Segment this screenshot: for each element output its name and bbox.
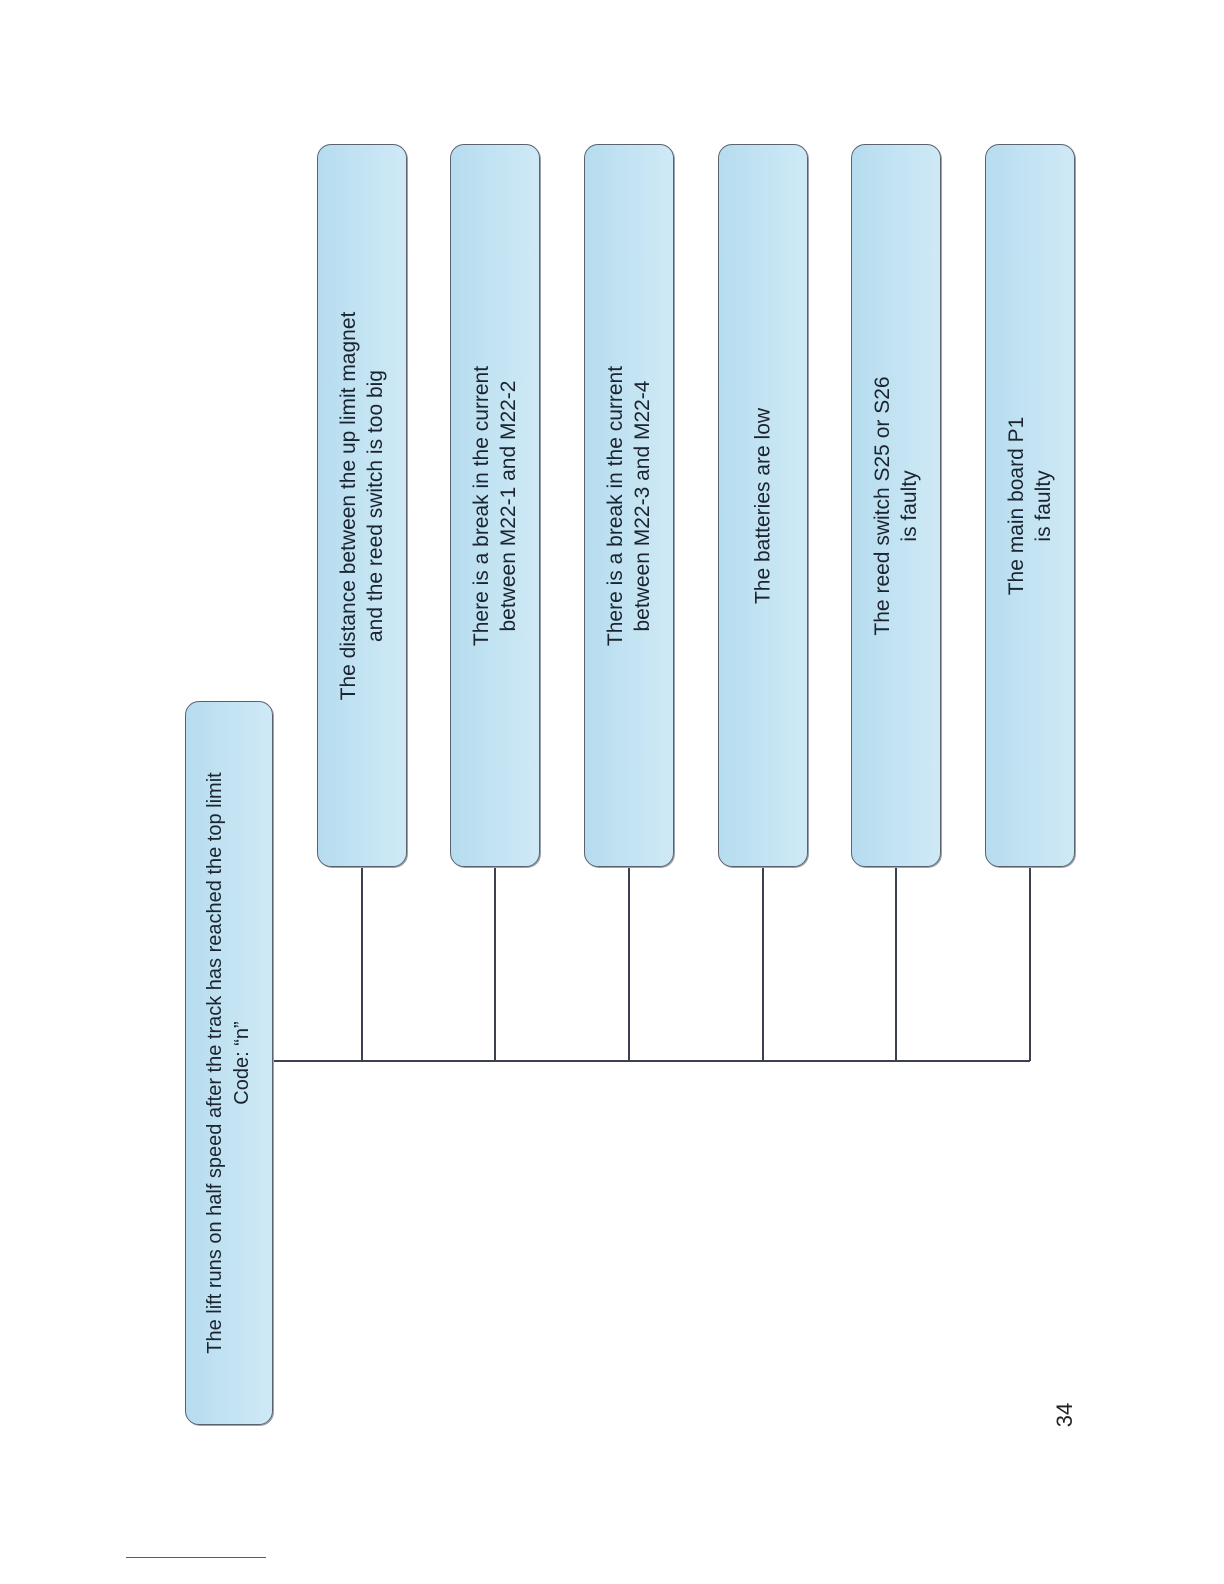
symptom-box: The lift runs on half speed after the tr… [185, 701, 273, 1425]
cause-6-line-2: is faulty [1032, 469, 1055, 542]
cause-box-4: The batteries are low [718, 144, 808, 867]
cause-text-2: There is a break in the current between … [468, 365, 522, 645]
cause-text-6: The main board P1 is faulty [1003, 416, 1057, 595]
cause-6-line-1: The main board P1 [1005, 416, 1028, 595]
symptom-text: The lift runs on half speed after the tr… [202, 772, 256, 1353]
cause-1-line-2: and the reed switch is too big [364, 369, 387, 642]
cause-box-1: The distance between the up limit magnet… [317, 144, 407, 867]
cause-5-line-1: The reed switch S25 or S26 [871, 375, 894, 636]
cause-3-line-1: There is a break in the current [604, 365, 627, 646]
cause-text-5: The reed switch S25 or S26 is faulty [869, 376, 923, 635]
cause-2-line-1: There is a break in the current [470, 365, 493, 646]
symptom-line-1: The lift runs on half speed after the tr… [204, 772, 226, 1354]
cause-box-6: The main board P1 is faulty [985, 144, 1075, 867]
cause-box-3: There is a break in the current between … [584, 144, 674, 867]
cause-5-line-2: is faulty [898, 469, 921, 542]
cause-text-1: The distance between the up limit magnet… [335, 311, 389, 700]
footer-rule [126, 1557, 266, 1558]
cause-1-line-1: The distance between the up limit magnet [337, 311, 360, 700]
cause-box-5: The reed switch S25 or S26 is faulty [851, 144, 941, 867]
symptom-line-2: Code: “n” [231, 1021, 253, 1105]
cause-text-4: The batteries are low [750, 407, 777, 603]
cause-2-line-2: between M22-1 and M22-2 [497, 380, 520, 632]
cause-3-line-2: between M22-3 and M22-4 [631, 380, 654, 632]
cause-4-line-1: The batteries are low [751, 407, 775, 604]
cause-box-2: There is a break in the current between … [450, 144, 540, 867]
page-number: 34 [1052, 1402, 1077, 1428]
cause-text-3: There is a break in the current between … [602, 365, 656, 645]
